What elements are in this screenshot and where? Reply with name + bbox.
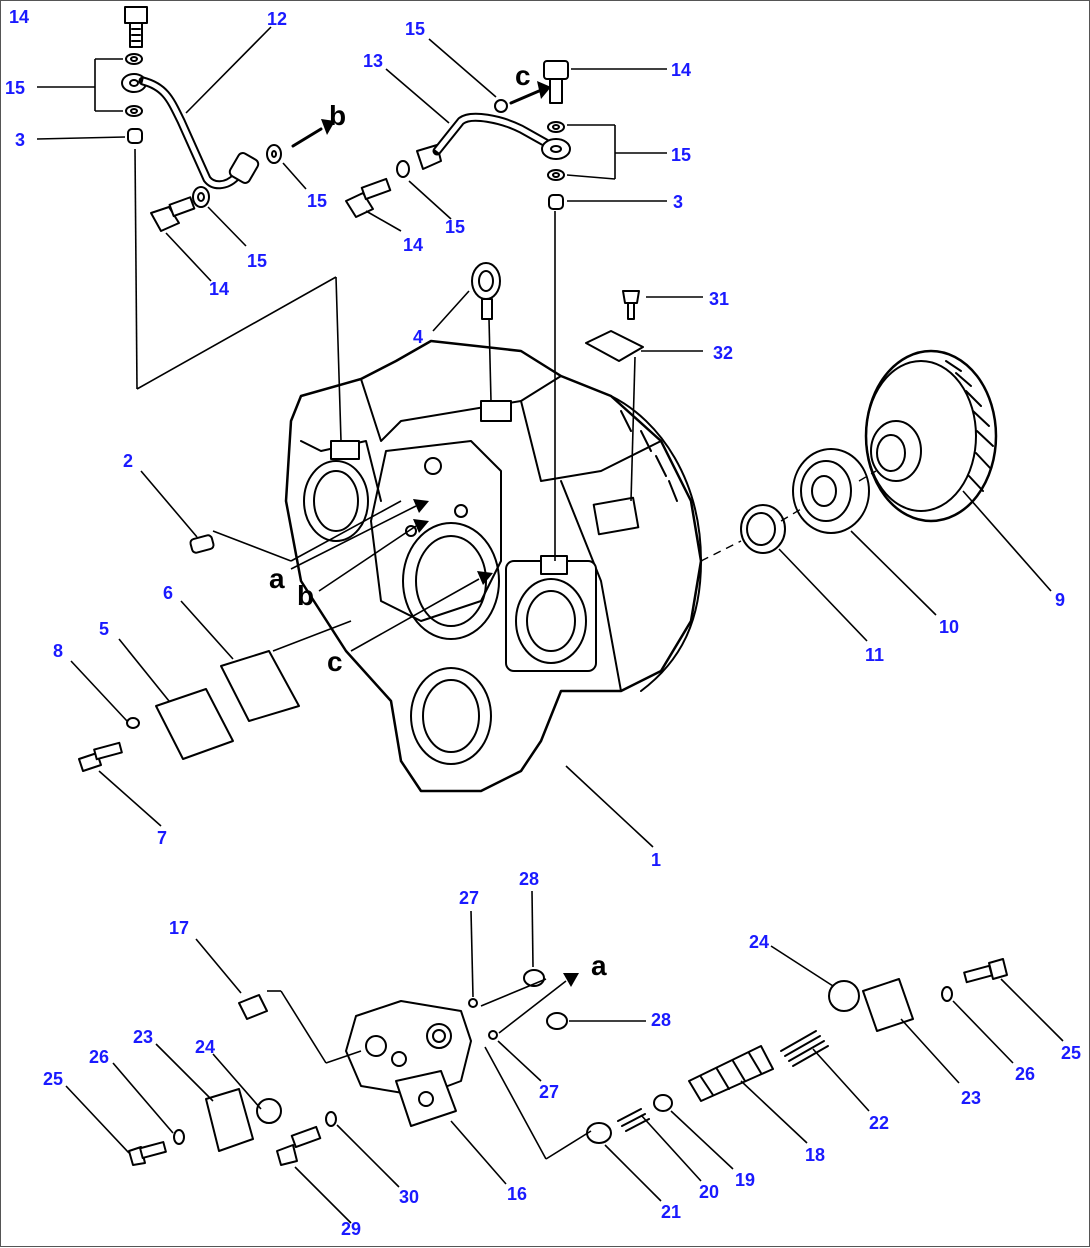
reference-letter-a: a (269, 563, 285, 594)
part-number-27: 27 (459, 888, 479, 908)
plug-21 (586, 1122, 612, 1144)
cover-23-left (205, 1088, 254, 1152)
cover-assembly-5-6-7-8 (78, 650, 300, 772)
part-number-2: 2 (123, 451, 133, 471)
transmission-housing-1 (284, 339, 703, 793)
tube-assembly-12 (121, 6, 282, 232)
part-number-15: 15 (671, 145, 691, 165)
tube-assembly-13 (345, 60, 571, 218)
ring-27-top (468, 998, 478, 1008)
part-number-16: 16 (507, 1184, 527, 1204)
part-number-23: 23 (961, 1088, 981, 1108)
reference-letter-b: b (297, 580, 314, 611)
reference-arrows (290, 81, 579, 1034)
spring-22 (780, 1030, 829, 1067)
reference-letter-c: c (515, 60, 531, 91)
spool-18 (688, 1045, 774, 1102)
part-number-15: 15 (307, 191, 327, 211)
part-number-4: 4 (413, 327, 423, 347)
part-number-29: 29 (341, 1219, 361, 1239)
part-number-7: 7 (157, 828, 167, 848)
ball-24-right (828, 980, 860, 1012)
reference-letter-b: b (329, 100, 346, 131)
ring-27-bottom (488, 1030, 498, 1040)
part-number-22: 22 (869, 1113, 889, 1133)
part-number-31: 31 (709, 289, 729, 309)
part-number-17: 17 (169, 918, 189, 938)
part-number-5: 5 (99, 619, 109, 639)
reference-letter-c: c (327, 646, 343, 677)
reference-letters: b c a b c a (269, 60, 607, 981)
part-number-25: 25 (1061, 1043, 1081, 1063)
part-number-20: 20 (699, 1182, 719, 1202)
bolt-29 (276, 1125, 322, 1166)
part-number-3: 3 (673, 192, 683, 212)
part-number-13: 13 (363, 51, 383, 71)
part-number-28: 28 (519, 869, 539, 889)
part-number-14: 14 (403, 235, 423, 255)
part-number-14: 14 (209, 279, 229, 299)
plug-2 (189, 534, 215, 554)
part-number-15: 15 (445, 217, 465, 237)
bolt-25-right (963, 958, 1008, 984)
part-number-8: 8 (53, 641, 63, 661)
part-number-14: 14 (9, 7, 29, 27)
part-number-15: 15 (5, 78, 25, 98)
eyebolt-4 (471, 262, 501, 320)
part-number-10: 10 (939, 617, 959, 637)
part-number-24: 24 (749, 932, 769, 952)
part-number-24: 24 (195, 1037, 215, 1057)
ball-24-left (256, 1098, 282, 1124)
washer-30 (325, 1111, 337, 1127)
part-number-23: 23 (133, 1027, 153, 1047)
part-number-6: 6 (163, 583, 173, 603)
bolt-25-left (128, 1141, 167, 1166)
part-number-12: 12 (267, 9, 287, 29)
part-number-15: 15 (247, 251, 267, 271)
washer-26-left (173, 1129, 185, 1145)
leader-lines (36, 26, 1064, 1224)
part-number-1: 1 (651, 850, 661, 870)
washer-26-right (941, 986, 953, 1002)
part-number-9: 9 (1055, 590, 1065, 610)
part-number-27: 27 (539, 1082, 559, 1102)
spring-20 (617, 1108, 650, 1132)
cover-plate-31-32 (585, 290, 644, 362)
part-number-30: 30 (399, 1187, 419, 1207)
valve-assembly-16 (345, 1000, 472, 1127)
part-numbers: 14 12 15 3 15 15 14 15 13 14 15 3 15 14 … (5, 7, 1081, 1239)
part-number-18: 18 (805, 1145, 825, 1165)
cover-23-right (862, 978, 914, 1032)
part-number-28: 28 (651, 1010, 671, 1030)
part-number-3: 3 (15, 130, 25, 150)
part-number-14: 14 (671, 60, 691, 80)
ring-19 (653, 1094, 673, 1112)
plug-17 (238, 994, 268, 1020)
seal-11 (740, 504, 786, 554)
part-number-32: 32 (713, 343, 733, 363)
o-ring-28-bottom (546, 1012, 568, 1030)
part-number-19: 19 (735, 1170, 755, 1190)
part-number-26: 26 (89, 1047, 109, 1067)
gear-9 (864, 349, 998, 523)
reference-letter-a: a (591, 950, 607, 981)
part-number-15: 15 (405, 19, 425, 39)
part-number-25: 25 (43, 1069, 63, 1089)
part-number-26: 26 (1015, 1064, 1035, 1084)
part-number-21: 21 (661, 1202, 681, 1222)
part-number-11: 11 (865, 645, 884, 665)
bearing-10 (792, 448, 870, 534)
